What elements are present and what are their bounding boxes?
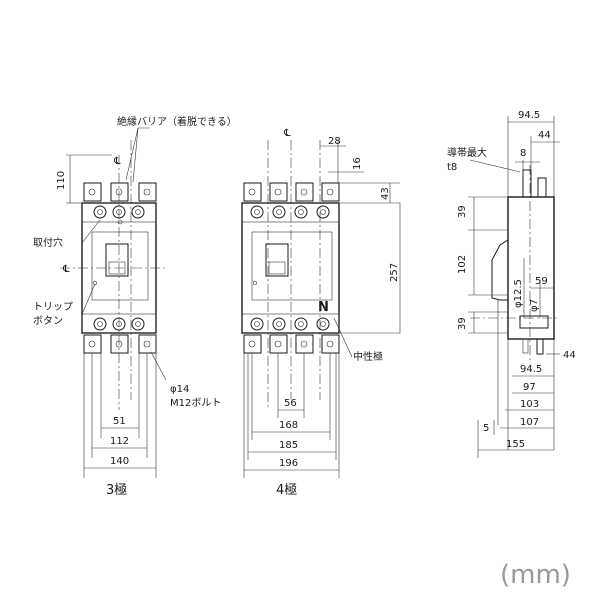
trip-button-label-2: ボタン [33, 315, 63, 327]
dim-185: 185 [279, 440, 298, 451]
handle-4p [265, 243, 289, 277]
dim-39-top: 39 [457, 205, 468, 218]
bottom-terminals-3p [83, 334, 157, 354]
dim-196: 196 [279, 458, 298, 469]
three-pole-view [60, 127, 167, 478]
dim-phi-12-5: φ12.5 [513, 279, 524, 308]
neutral-label: 中性極 [353, 350, 383, 363]
bolt-label-2: M12ボルト [170, 397, 221, 409]
dim-43: 43 [380, 187, 391, 200]
labels: 絶縁バリア（着脱できる） 取付穴 トリップ ボタン φ14 M12ボルト 中性極… [33, 110, 576, 498]
dim-168: 168 [279, 420, 298, 431]
dim-51: 51 [113, 416, 126, 427]
dim-phi-7: φ7 [529, 299, 540, 312]
dim-257: 257 [389, 263, 400, 282]
conductor-label-1: 導帯最大 [447, 146, 487, 159]
dim-107: 107 [520, 417, 539, 428]
bolt-label-1: φ14 [170, 384, 189, 395]
dim-59: 59 [535, 276, 548, 287]
dim-28: 28 [328, 136, 341, 147]
dim-94-5-top: 94.5 [518, 110, 540, 121]
breaker-body-4p [241, 202, 340, 334]
bottom-screws-4p [250, 317, 330, 331]
dim-112: 112 [110, 436, 129, 447]
centerline-mark-3p-left: ℄ [62, 264, 70, 275]
dim-44-bottom: 44 [563, 350, 576, 361]
side-body [507, 196, 555, 340]
mount-hole-label: 取付穴 [33, 236, 63, 249]
trip-button-label-1: トリップ [33, 301, 73, 313]
top-terminals-4p [243, 182, 340, 202]
dim-8: 8 [520, 148, 526, 159]
dim-94-5: 94.5 [520, 364, 542, 375]
pole4-caption: 4極 [276, 482, 297, 498]
conductor-label-2: t8 [447, 162, 457, 173]
dim-110: 110 [56, 171, 67, 190]
centerline-mark-3p-top: ℄ [113, 156, 121, 167]
side-view [468, 116, 560, 458]
dim-56: 56 [284, 398, 297, 409]
dim-103: 103 [520, 399, 539, 410]
dim-97: 97 [523, 382, 536, 393]
centerline-mark-4p-top: ℄ [283, 128, 291, 139]
dim-140: 140 [110, 456, 129, 467]
pole3-caption: 3極 [106, 482, 127, 498]
dim-5: 5 [483, 423, 489, 434]
barrier-label: 絶縁バリア（着脱できる） [117, 115, 237, 128]
dim-16: 16 [352, 157, 363, 170]
bottom-terminals-4p [243, 334, 340, 354]
top-terminals-3p [83, 182, 157, 202]
unit-label: (mm) [500, 560, 571, 590]
handle-3p [105, 243, 129, 277]
trip-button-3p [92, 280, 98, 286]
neutral-n-mark: N [318, 300, 329, 315]
top-screws-4p [250, 205, 330, 219]
dim-102: 102 [457, 255, 468, 274]
dim-155: 155 [506, 439, 525, 450]
dim-39-bottom: 39 [457, 317, 468, 330]
four-pole-view: N [241, 140, 401, 478]
dim-44-top: 44 [538, 130, 551, 141]
